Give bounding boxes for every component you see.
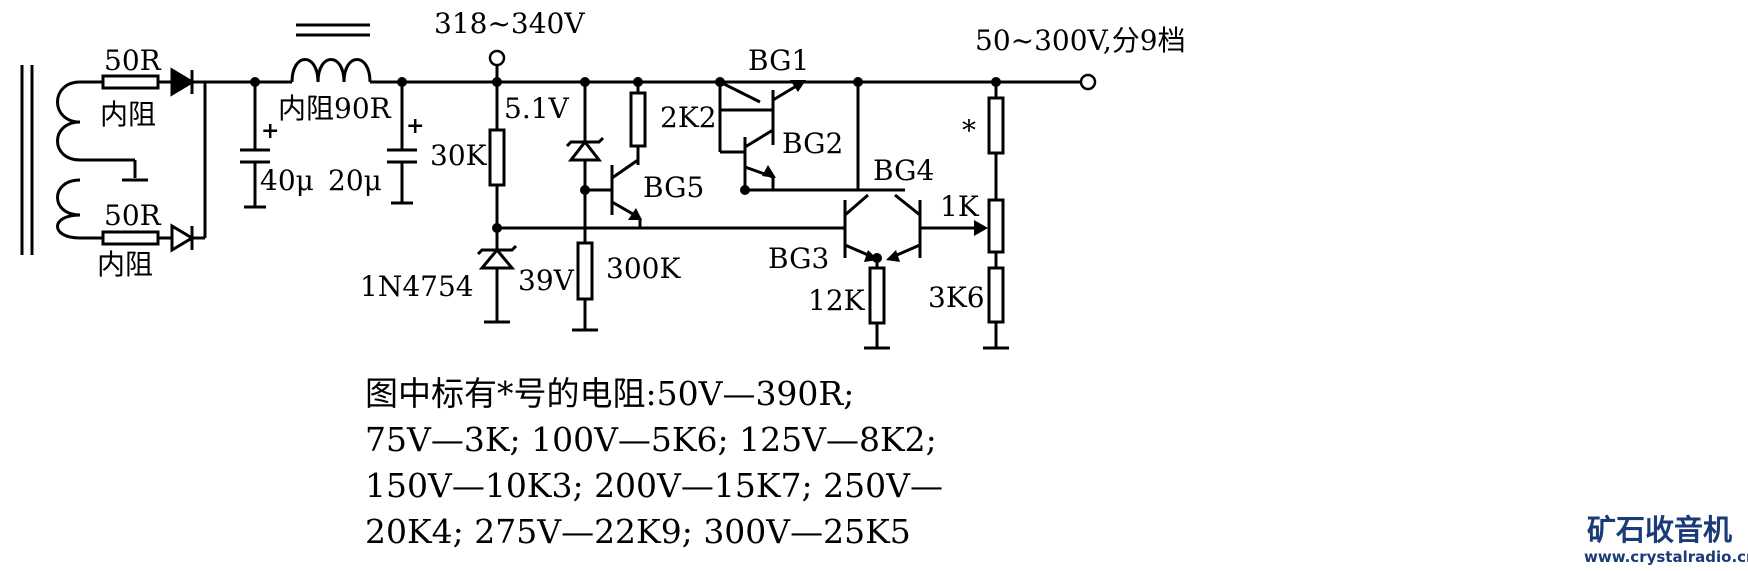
note-line-1: 图中标有*号的电阻:50V—390R;	[365, 374, 854, 413]
label-bg4: BG4	[873, 154, 934, 187]
label-star-resistor: *	[962, 114, 976, 147]
label-c2: 20μ	[328, 164, 382, 197]
label-1k: 1K	[940, 190, 980, 223]
transistor-bg3	[843, 193, 878, 262]
label-choke: 内阻90R	[278, 92, 392, 125]
label-bg2: BG2	[782, 127, 843, 160]
transistor-bg5	[585, 158, 642, 220]
resistor-30k	[488, 82, 506, 250]
capacitor-c2	[387, 77, 417, 205]
label-bg3: BG3	[768, 242, 829, 275]
label-r2-note: 内阻	[97, 248, 153, 281]
label-12k: 12K	[808, 284, 866, 317]
transformer	[20, 65, 148, 255]
c1-plus: +	[261, 118, 279, 144]
resistor-star	[987, 82, 1005, 200]
zener-5v1	[565, 82, 605, 190]
capacitor-c1	[240, 77, 270, 209]
label-318-340v: 318~340V	[434, 7, 585, 40]
watermark: 矿石收音机 www.crystalradio.cn	[1584, 513, 1748, 566]
label-r2: 50R	[104, 199, 162, 232]
label-39v: 39V	[518, 264, 575, 297]
watermark-name: 矿石收音机	[1587, 513, 1732, 547]
resistor-12k	[864, 258, 890, 350]
resistor-3k6	[983, 266, 1009, 350]
diode-d1	[170, 67, 205, 97]
label-r1-note: 内阻	[100, 98, 156, 131]
choke-inductor	[290, 23, 372, 83]
note-line-3: 150V—10K3; 200V—15K7; 250V—	[365, 466, 943, 505]
label-1n4754: 1N4754	[360, 270, 474, 303]
note-line-4: 20K4; 275V—22K9; 300V—25K5	[365, 512, 911, 551]
resistor-300k	[572, 190, 598, 332]
resistor-r2	[80, 230, 172, 246]
label-30k: 30K	[430, 139, 488, 172]
label-5v1: 5.1V	[504, 92, 570, 125]
note-line-2: 75V—3K; 100V—5K6; 125V—8K2;	[365, 420, 937, 459]
output-terminal	[1079, 73, 1097, 91]
transistor-bg4	[886, 193, 988, 262]
resistor-r1	[80, 74, 172, 90]
resistor-notes: 图中标有*号的电阻:50V—390R; 75V—3K; 100V—5K6; 12…	[365, 374, 943, 551]
test-point-318v	[488, 49, 506, 87]
label-300k: 300K	[606, 252, 681, 285]
c2-plus: +	[406, 113, 424, 139]
label-r1: 50R	[104, 44, 162, 77]
zener-1n4754	[476, 244, 518, 324]
label-bg5: BG5	[643, 171, 704, 204]
watermark-url: www.crystalradio.cn	[1584, 548, 1748, 566]
potentiometer-1k	[987, 198, 1005, 268]
label-2k2: 2K2	[660, 101, 717, 134]
label-bg1: BG1	[748, 44, 809, 77]
resistor-2k2	[629, 82, 647, 160]
label-output-range: 50~300V,分9档	[975, 24, 1186, 57]
label-c1: 40μ	[260, 164, 314, 197]
diode-d2	[170, 223, 205, 253]
transistor-bg2	[720, 120, 776, 190]
label-3k6: 3K6	[928, 281, 985, 314]
